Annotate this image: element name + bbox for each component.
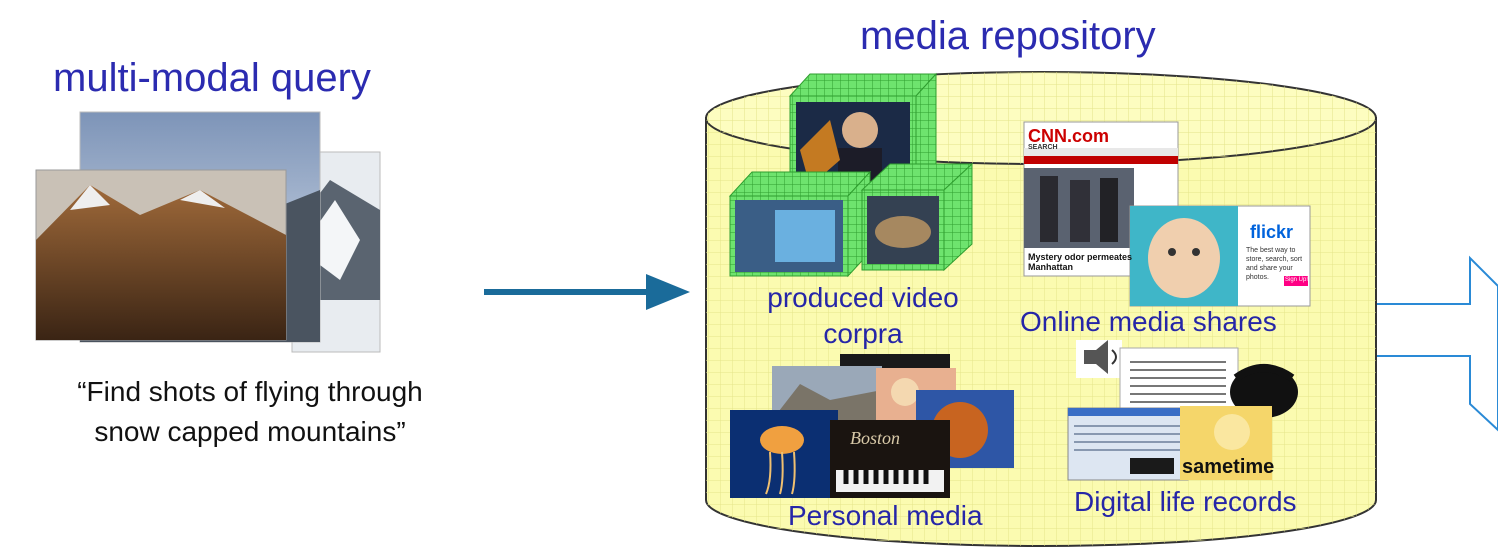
personal-media-label: Personal media <box>788 500 983 531</box>
cnn-logo: CNN.com <box>1028 126 1110 146</box>
flickr-logo: flickr <box>1250 222 1294 242</box>
digital-life-thumbnails <box>1067 340 1298 481</box>
flickr-tagline: The best way to store, search, sort and … <box>1246 247 1303 281</box>
sametime-logo: sametime <box>1182 456 1275 478</box>
produced-video-label: produced video corpra <box>758 280 968 352</box>
query-title: multi-modal query <box>53 56 371 100</box>
digital-life-label: Digital life records <box>1074 486 1297 517</box>
produced-video-label-line2: corpra <box>823 318 903 349</box>
query-text-line1: “Find shots of flying through <box>77 376 423 407</box>
personal-media-photos <box>730 354 1014 498</box>
produced-video-label-line1: produced video <box>767 282 959 313</box>
query-text: “Find shots of flying through snow cappe… <box>10 372 490 452</box>
repository-title: media repository <box>860 14 1156 58</box>
query-image-stack <box>35 111 381 353</box>
query-to-repository-arrow <box>484 274 690 310</box>
video-cubes <box>728 72 974 278</box>
flickr-thumbnail <box>1129 205 1311 307</box>
cnn-search-label: SEARCH <box>1028 144 1058 151</box>
query-text-line2: snow capped mountains” <box>94 416 406 447</box>
output-arrow <box>1351 255 1498 432</box>
cnn-headline: Mystery odor permeates Manhattan <box>1028 252 1133 272</box>
piano-brand: Boston <box>850 428 901 448</box>
cnn-thumbnail <box>1023 121 1179 277</box>
online-media-label: Online media shares <box>1020 306 1277 337</box>
flickr-signup-button: Sign Up! <box>1285 277 1309 283</box>
